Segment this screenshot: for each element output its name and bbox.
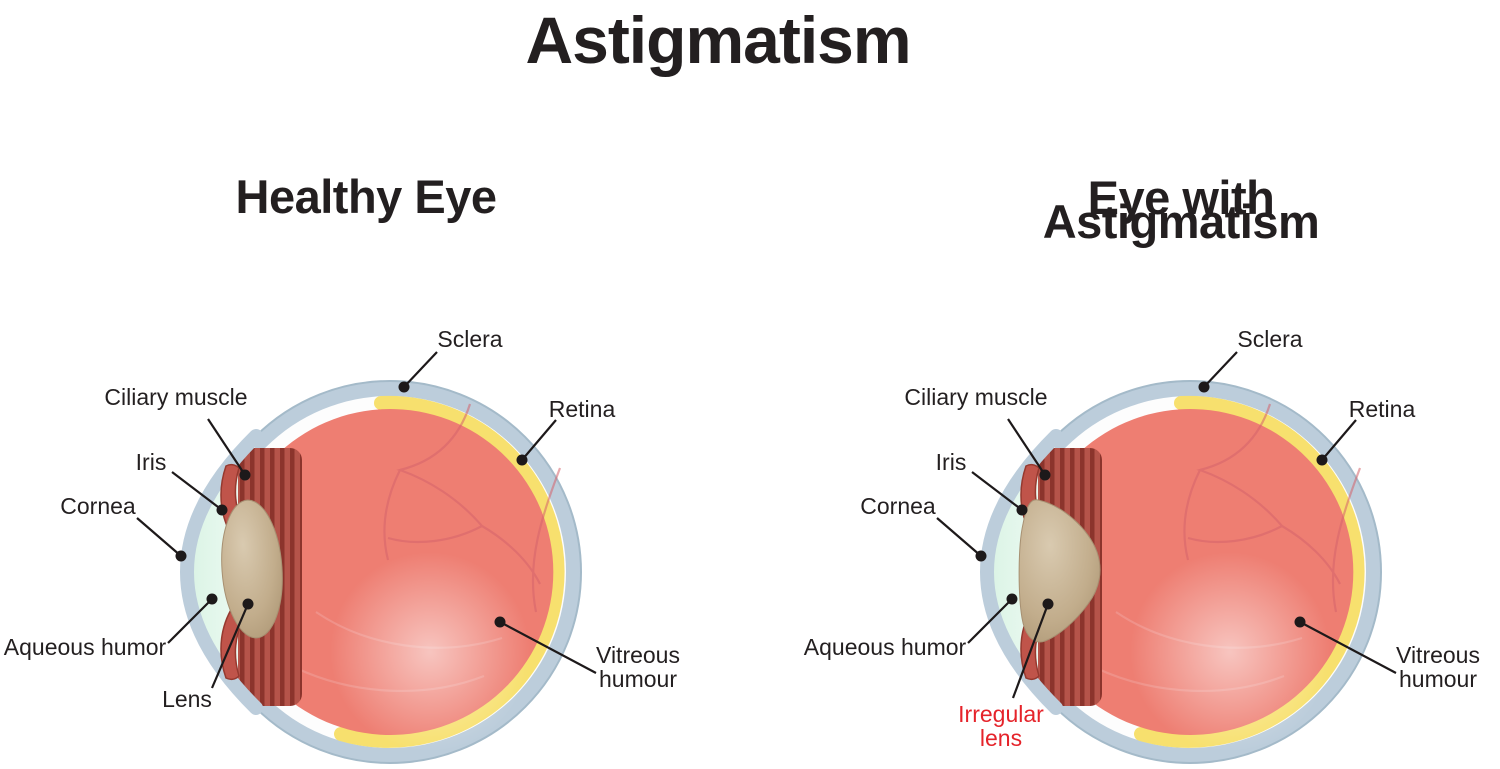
- label-iris-right: Iris: [935, 449, 967, 475]
- label-aqueous-humor-right: Aqueous humor: [803, 634, 967, 660]
- label-lens-left: Lens: [162, 686, 212, 712]
- vitreous-line2-left: humour: [599, 666, 677, 692]
- label-iris-left: Iris: [135, 449, 167, 475]
- label-aqueous-humor-left: Aqueous humor: [3, 634, 167, 660]
- astigmatism-heading-line2: Astigmatism: [1042, 195, 1320, 248]
- astigmatism-eye-heading: Eye with Astigmatism: [1042, 174, 1320, 248]
- label-sclera-right: Sclera: [1237, 326, 1303, 352]
- label-cornea-left: Cornea: [60, 493, 136, 519]
- irregular-lens-line2: lens: [979, 725, 1023, 751]
- vitreous-line2-right: humour: [1399, 666, 1477, 692]
- label-ciliary-muscle-left: Ciliary muscle: [104, 384, 248, 410]
- label-vitreous-humour-left: Vitreous humour: [596, 643, 680, 691]
- label-irregular-lens: Irregular lens: [958, 702, 1044, 750]
- label-retina-left: Retina: [548, 396, 616, 422]
- healthy-eye-heading: Healthy Eye: [235, 170, 497, 223]
- right-eye-leader-lines: [936, 351, 1397, 699]
- right-eye-label-dots: [975, 381, 1328, 628]
- irregular-lens-line1: Irregular: [958, 701, 1044, 727]
- left-eye-leader-lines: [136, 351, 597, 689]
- label-sclera-left: Sclera: [437, 326, 503, 352]
- vitreous-line1-right: Vitreous: [1396, 642, 1480, 668]
- label-ciliary-muscle-right: Ciliary muscle: [904, 384, 1048, 410]
- label-vitreous-humour-right: Vitreous humour: [1396, 643, 1480, 691]
- healthy-lens-shape: [221, 499, 283, 639]
- irregular-lens-shape: [1018, 499, 1101, 643]
- left-eye-label-dots: [175, 381, 528, 628]
- vitreous-line1-left: Vitreous: [596, 642, 680, 668]
- page-title: Astigmatism: [525, 3, 911, 77]
- label-cornea-right: Cornea: [860, 493, 936, 519]
- label-retina-right: Retina: [1348, 396, 1416, 422]
